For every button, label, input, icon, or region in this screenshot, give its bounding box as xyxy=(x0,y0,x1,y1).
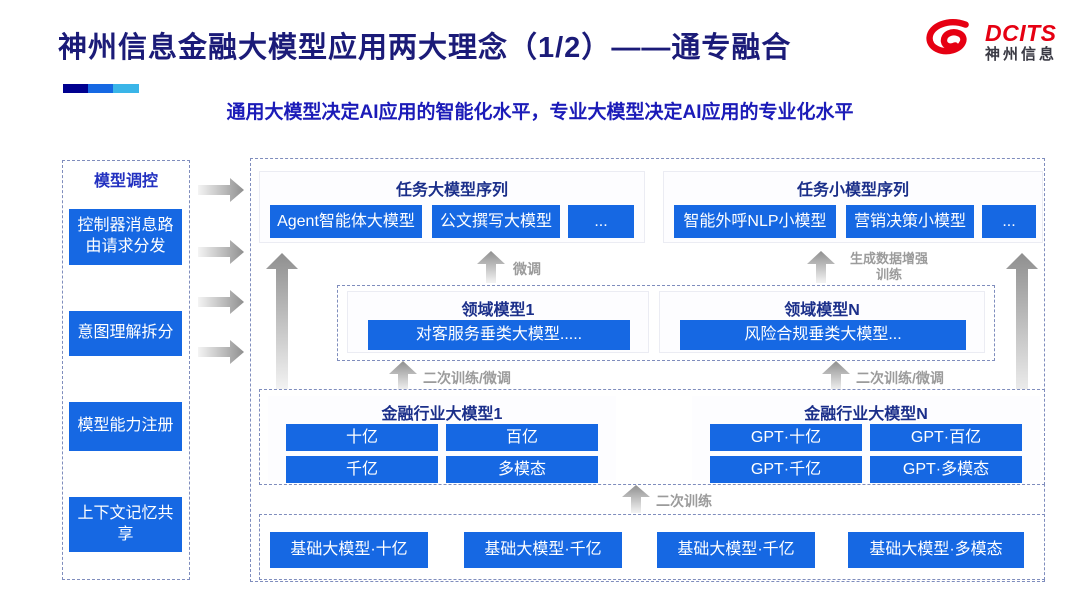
node-marketing-model: 营销决策小模型 xyxy=(846,205,974,238)
node-gpt-1b-model: GPT·十亿 xyxy=(710,424,862,451)
arrow-up-icon xyxy=(477,251,505,288)
main-diagram: 任务大模型序列 Agent智能体大模型 公文撰写大模型 ... 任务小模型序列 … xyxy=(250,158,1045,582)
sidebar-item-message-routing: 控制器消息路由请求分发 xyxy=(69,209,182,265)
label-secondary-training-left: 二次训练/微调 xyxy=(423,370,511,386)
brand-name-cn: 神州信息 xyxy=(985,45,1058,63)
node-100b-model: 千亿 xyxy=(286,456,438,483)
node-multimodal-model: 多模态 xyxy=(446,456,598,483)
label-gen-data-line2: 训练 xyxy=(875,266,902,282)
node-agent-large-model: Agent智能体大模型 xyxy=(270,205,422,238)
arrow-up-icon xyxy=(389,361,417,396)
task-large-models-title: 任务大模型序列 xyxy=(395,182,508,199)
industry-model-n-panel: 金融行业大模型N GPT·十亿 GPT·百亿 GPT·千亿 GPT·多模态 xyxy=(692,396,1040,483)
accent-bar-segment xyxy=(88,84,113,93)
domain-models-frame: 领域模型1 对客服务垂类大模型..... 领域模型N 风险合规垂类大模型... xyxy=(337,285,995,361)
sidebar-item-capability-reg: 模型能力注册 xyxy=(69,402,182,451)
node-task-small-ellipsis: ... xyxy=(982,205,1036,238)
node-risk-compliance-model: 风险合规垂类大模型... xyxy=(680,320,966,350)
task-small-models-title: 任务小模型序列 xyxy=(796,182,909,199)
arrow-up-icon xyxy=(1006,253,1038,408)
label-secondary-training-right: 二次训练/微调 xyxy=(856,370,944,386)
node-base-model-100b-b: 基础大模型·千亿 xyxy=(657,532,815,568)
domain-model-1-title: 领域模型1 xyxy=(461,302,535,319)
arrow-right-icon xyxy=(198,290,244,319)
label-fine-tune: 微调 xyxy=(513,261,541,277)
sidebar-item-context-sharing: 上下文记忆共享 xyxy=(69,497,182,552)
arrow-up-icon xyxy=(807,251,835,288)
node-task-large-ellipsis: ... xyxy=(568,205,634,238)
base-models-frame: 基础大模型·十亿 基础大模型·千亿 基础大模型·千亿 基础大模型·多模态 xyxy=(259,514,1045,580)
industry-model-1-title: 金融行业大模型1 xyxy=(381,406,503,423)
arrow-right-icon xyxy=(198,340,244,369)
arrow-up-icon xyxy=(266,253,298,396)
domain-model-n-panel: 领域模型N 风险合规垂类大模型... xyxy=(659,291,985,353)
node-gpt-multimodal-model: GPT·多模态 xyxy=(870,456,1022,483)
industry-models-frame: 金融行业大模型1 十亿 百亿 千亿 多模态 金融行业大模型N GPT·十亿 GP… xyxy=(259,389,1045,485)
task-small-models-panel: 任务小模型序列 智能外呼NLP小模型 营销决策小模型 ... xyxy=(663,171,1043,243)
domain-model-n-title: 领域模型N xyxy=(784,302,860,319)
accent-bar-segment xyxy=(63,84,88,93)
arrow-right-icon xyxy=(198,240,244,269)
brand-logo: DCITS 神州信息 xyxy=(924,18,1057,65)
model-control-panel: 模型调控 控制器消息路由请求分发 意图理解拆分 模型能力注册 上下文记忆共享 xyxy=(62,160,190,580)
page-subtitle: 通用大模型决定AI应用的智能化水平，专业大模型决定AI应用的专业化水平 xyxy=(226,102,854,123)
label-gen-data-line1: 生成数据增强 xyxy=(849,251,928,266)
sidebar-title: 模型调控 xyxy=(93,173,158,190)
page-title: 神州信息金融大模型应用两大理念（1/2）——通专融合 xyxy=(58,32,792,64)
node-base-model-1b: 基础大模型·十亿 xyxy=(270,532,428,568)
arrow-right-icon xyxy=(198,178,244,207)
arrow-up-icon xyxy=(622,485,650,518)
node-doc-writing-model: 公文撰写大模型 xyxy=(432,205,560,238)
label-gen-data-training: 生成数据增强 训练 xyxy=(839,251,939,282)
industry-model-1-panel: 金融行业大模型1 十亿 百亿 千亿 多模态 xyxy=(268,396,616,483)
node-gpt-10b-model: GPT·百亿 xyxy=(870,424,1022,451)
node-base-model-100b-a: 基础大模型·千亿 xyxy=(464,532,622,568)
node-customer-service-model: 对客服务垂类大模型..... xyxy=(368,320,630,350)
industry-model-n-title: 金融行业大模型N xyxy=(804,406,928,423)
domain-model-1-panel: 领域模型1 对客服务垂类大模型..... xyxy=(347,291,649,353)
node-1b-model: 十亿 xyxy=(286,424,438,451)
node-outbound-nlp-model: 智能外呼NLP小模型 xyxy=(674,205,836,238)
node-base-model-multimodal: 基础大模型·多模态 xyxy=(848,532,1024,568)
dcits-swirl-icon xyxy=(924,18,980,65)
task-large-models-panel: 任务大模型序列 Agent智能体大模型 公文撰写大模型 ... xyxy=(259,171,645,243)
brand-name: DCITS xyxy=(985,19,1057,46)
accent-bar-segment xyxy=(113,84,139,93)
sidebar-item-intent-parsing: 意图理解拆分 xyxy=(69,311,182,356)
label-secondary-training-bottom: 二次训练 xyxy=(656,493,712,509)
arrow-up-icon xyxy=(822,361,850,396)
accent-bar xyxy=(63,84,139,93)
node-10b-model: 百亿 xyxy=(446,424,598,451)
node-gpt-100b-model: GPT·千亿 xyxy=(710,456,862,483)
